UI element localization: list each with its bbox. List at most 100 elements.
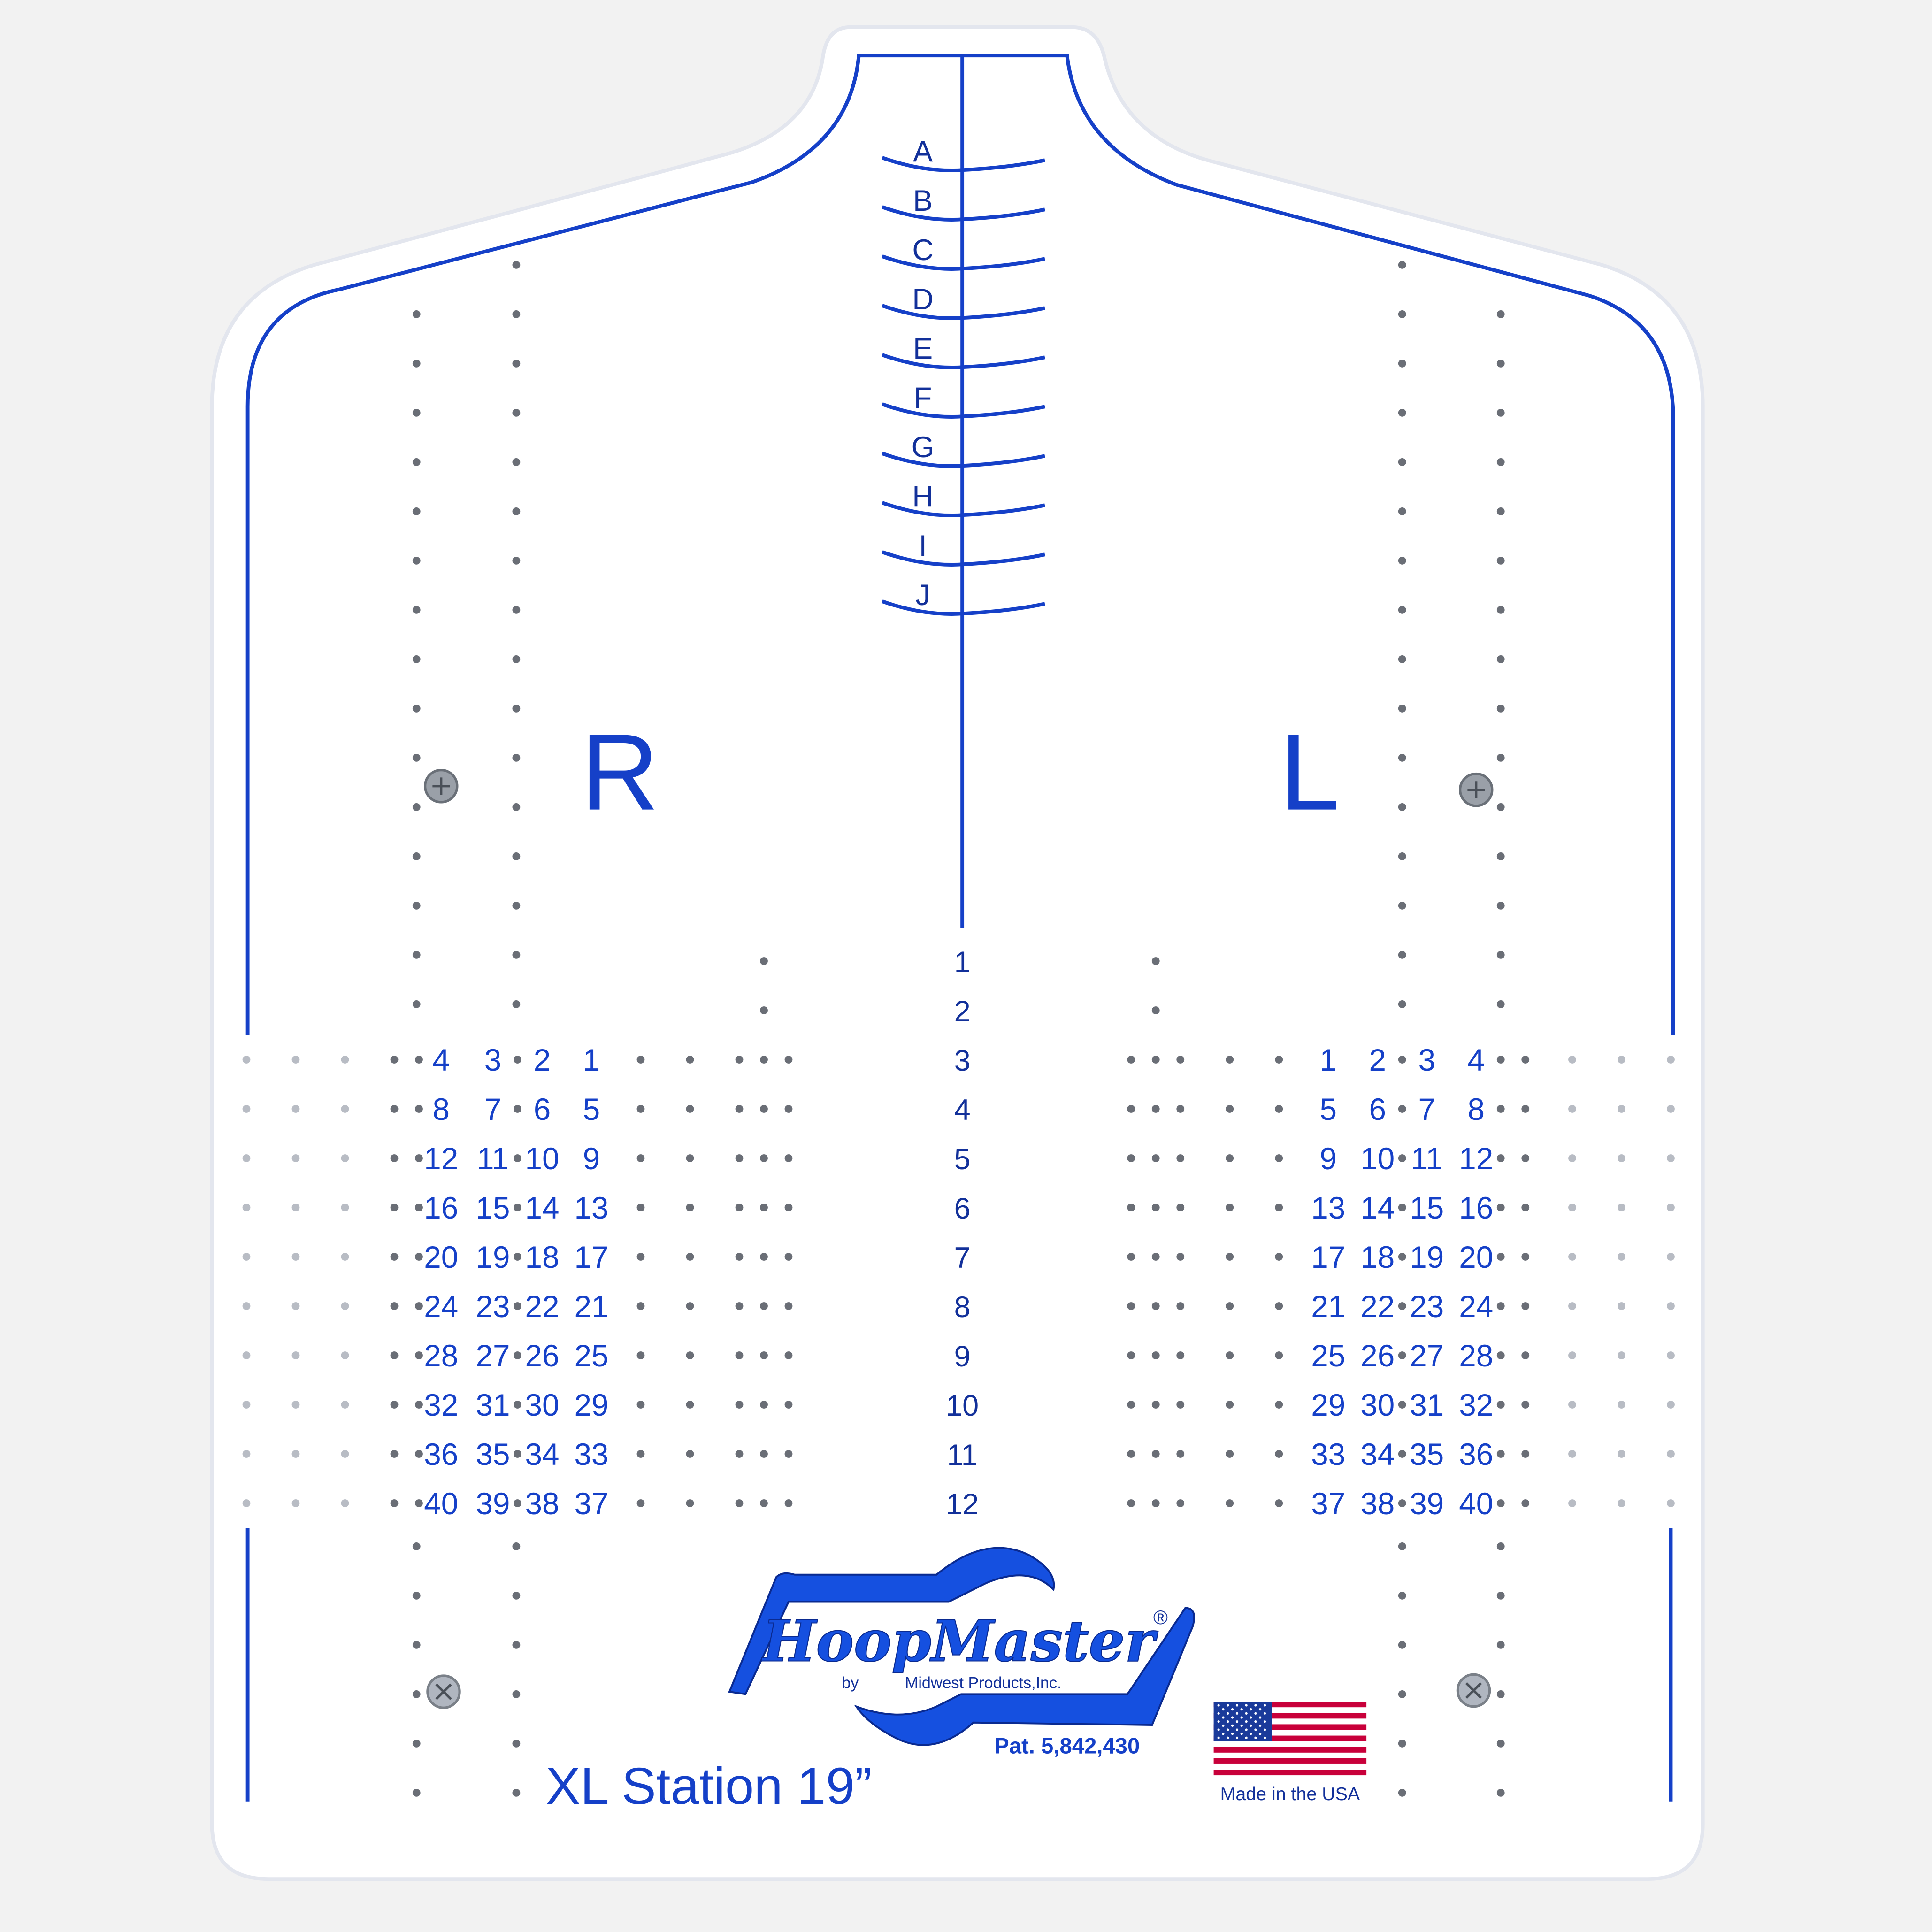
hole-dot <box>1618 1154 1625 1162</box>
grid-number: 14 <box>525 1191 560 1225</box>
screw-icon <box>1456 1673 1491 1708</box>
hole-dot <box>291 1302 300 1310</box>
center-number: 6 <box>954 1192 971 1225</box>
grid-number: 29 <box>1311 1388 1345 1422</box>
hole-dot <box>512 803 521 811</box>
hole-dot <box>760 1105 768 1113</box>
hole-dot <box>341 1204 349 1211</box>
hole-dot <box>760 1302 768 1310</box>
hole-dot <box>1275 1401 1283 1409</box>
grid-number: 34 <box>1360 1437 1395 1472</box>
hole-dot <box>412 507 421 515</box>
neck-letter: F <box>914 382 932 414</box>
grid-number: 16 <box>1459 1191 1493 1225</box>
center-number: 10 <box>946 1389 979 1422</box>
registered-mark: ® <box>1153 1606 1168 1628</box>
hole-dot <box>1618 1450 1625 1458</box>
hole-dot <box>1568 1105 1576 1113</box>
grid-number: 5 <box>1320 1092 1337 1127</box>
center-number: 7 <box>954 1242 971 1274</box>
hole-dot <box>512 655 521 663</box>
hole-dots <box>242 261 1675 1797</box>
hole-dot <box>412 753 421 762</box>
hole-dot <box>1496 507 1505 515</box>
hole-dot <box>1496 1204 1505 1211</box>
hole-dot <box>1496 1499 1505 1507</box>
hole-dot <box>1151 1450 1160 1458</box>
hole-dot <box>1226 1351 1234 1359</box>
hole-dot <box>1398 1739 1406 1748</box>
hole-dot <box>1568 1302 1576 1310</box>
hole-dot <box>1226 1401 1234 1409</box>
grid-number: 24 <box>424 1289 458 1324</box>
neck-letter: I <box>919 529 927 562</box>
hole-dot <box>341 1154 349 1162</box>
center-number: 1 <box>954 946 971 979</box>
hole-dot <box>512 1788 521 1797</box>
grid-number: 27 <box>476 1339 510 1373</box>
hole-dot <box>1176 1499 1185 1507</box>
grid-number: 25 <box>1311 1339 1345 1373</box>
hole-dot <box>760 1351 768 1359</box>
hole-dot <box>1521 1253 1530 1261</box>
hole-dot <box>1151 1105 1160 1113</box>
hole-dot <box>412 556 421 565</box>
hole-dot <box>1496 1351 1505 1359</box>
hole-dot <box>686 1499 694 1507</box>
hole-dot <box>412 359 421 368</box>
center-number: 11 <box>947 1439 977 1472</box>
outline-line <box>245 54 1675 1035</box>
hole-dot <box>735 1154 744 1162</box>
grid-number: 13 <box>575 1191 609 1225</box>
neck-letter: A <box>913 135 933 168</box>
hole-dot <box>412 1591 421 1600</box>
hole-dot <box>512 951 521 959</box>
hole-dot <box>1496 606 1505 614</box>
neck-arc <box>882 304 1045 320</box>
grid-number: 19 <box>1410 1240 1444 1274</box>
hole-dot <box>735 1450 744 1458</box>
grid-number: 35 <box>476 1437 510 1472</box>
hole-dot <box>1667 1450 1675 1458</box>
hole-dot <box>1151 957 1160 965</box>
screw-icon <box>426 1674 461 1709</box>
hole-dot <box>412 655 421 663</box>
hole-dot <box>1667 1154 1675 1162</box>
hole-dot <box>1667 1105 1675 1113</box>
hole-dot <box>514 1253 521 1261</box>
flag-stripe <box>1213 1747 1367 1753</box>
hole-dot <box>1618 1204 1625 1211</box>
hole-dot <box>412 606 421 614</box>
grid-number: 3 <box>1418 1043 1436 1077</box>
neck-letter: E <box>913 332 933 365</box>
grid-number: 1 <box>1320 1043 1337 1077</box>
grid-number: 17 <box>575 1240 609 1274</box>
hole-dot <box>1568 1401 1576 1409</box>
hole-dot <box>760 957 768 965</box>
hole-dot <box>686 1154 694 1162</box>
hole-dot <box>512 704 521 713</box>
hole-dot <box>1496 1450 1505 1458</box>
hole-dot <box>1151 1006 1160 1014</box>
patent-number: Pat. 5,842,430 <box>994 1733 1140 1758</box>
hole-dot <box>390 1253 399 1261</box>
hole-dot <box>1521 1204 1530 1211</box>
hole-dot <box>1151 1154 1160 1162</box>
hole-dot <box>1618 1499 1625 1507</box>
hole-dot <box>1521 1056 1530 1064</box>
hole-dot <box>415 1204 423 1211</box>
hole-dot <box>1398 1000 1406 1008</box>
hole-dot <box>415 1302 423 1310</box>
hole-dot <box>1176 1204 1185 1211</box>
grid-number: 18 <box>1360 1240 1395 1274</box>
grid-number: 8 <box>433 1092 450 1127</box>
hole-dot <box>291 1154 300 1162</box>
grid-number: 12 <box>424 1142 458 1176</box>
hole-dot <box>512 261 521 269</box>
hole-dot <box>1151 1351 1160 1359</box>
hole-dot <box>412 852 421 860</box>
hole-dot <box>512 1690 521 1698</box>
hole-dot <box>512 753 521 762</box>
made-in-usa: Made in the USA <box>1220 1784 1360 1804</box>
hole-dot <box>1398 655 1406 663</box>
